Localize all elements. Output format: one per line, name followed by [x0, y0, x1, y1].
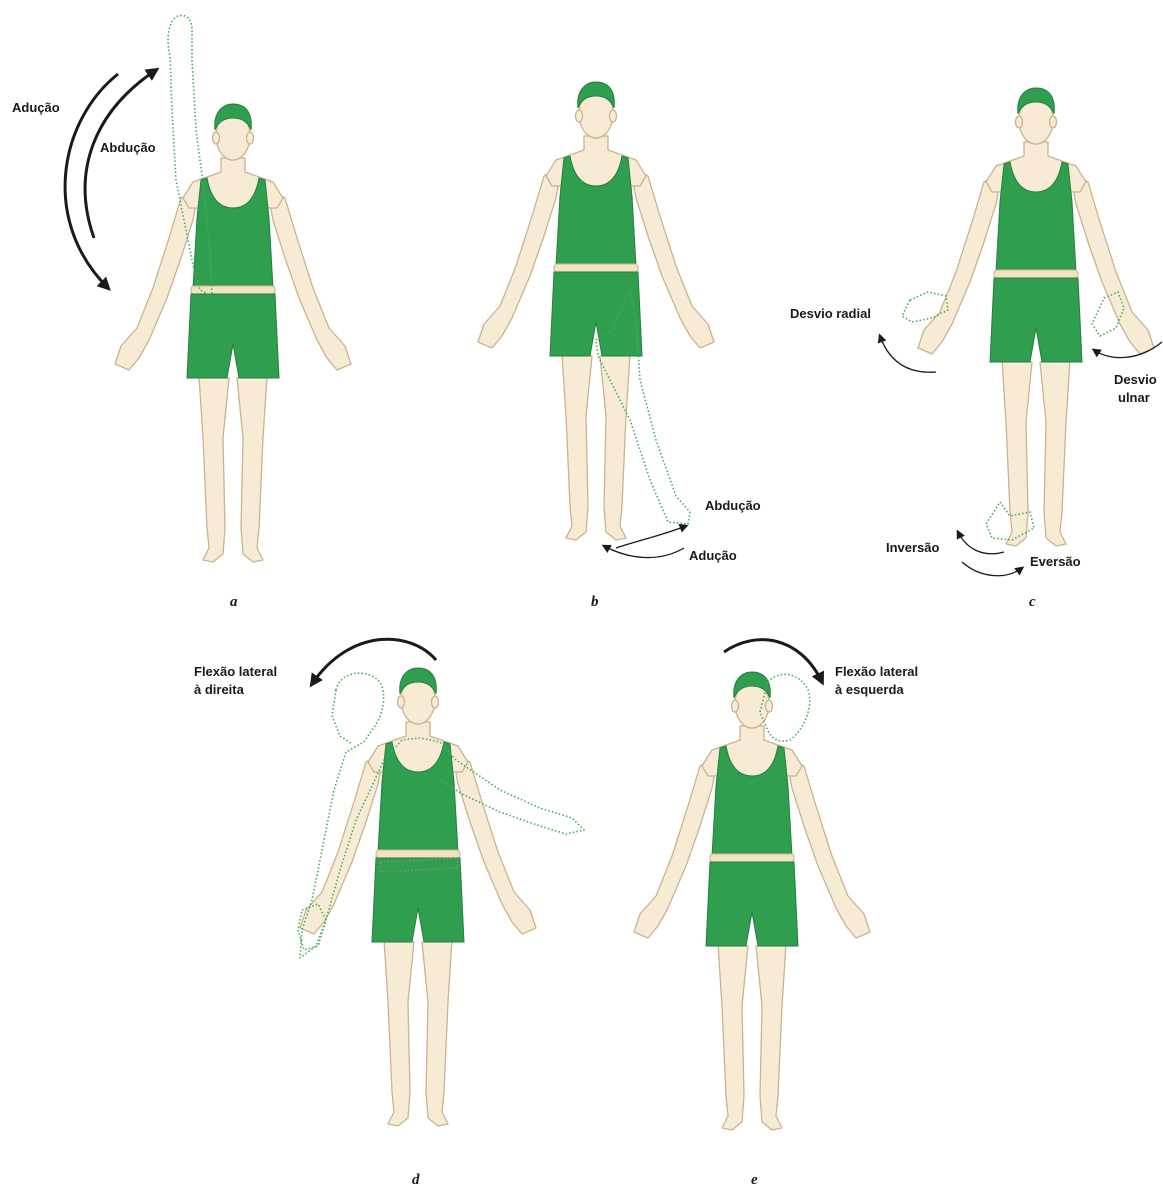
inversion-arrow [958, 532, 1004, 554]
caption-b: b [591, 594, 599, 610]
panel-e: Flexão lateral à esquerda e [634, 640, 918, 1188]
abduction-arrow-b [616, 526, 686, 548]
caption-d: d [412, 1172, 420, 1188]
caption-e: e [751, 1172, 758, 1188]
figure-d [300, 668, 536, 1126]
caption-a: a [230, 594, 238, 610]
label-desvio-ulnar-1: Desvio [1114, 372, 1157, 387]
label-aducao: Adução [12, 100, 60, 115]
label-eversao: Eversão [1030, 554, 1081, 569]
label-abducao: Abdução [100, 140, 156, 155]
figure-a [115, 104, 351, 562]
label-flexao-esquerda-2: à esquerda [835, 682, 904, 697]
figure-b [478, 82, 714, 540]
label-desvio-radial: Desvio radial [790, 306, 871, 321]
panel-a: Adução Abdução a [12, 16, 351, 610]
label-abducao-b: Abdução [705, 498, 761, 513]
eversion-arrow [962, 562, 1022, 576]
label-flexao-esquerda-1: Flexão lateral [835, 664, 918, 679]
caption-c: c [1029, 594, 1036, 610]
panel-c: Desvio radial Desvio ulnar Inversão Ever… [790, 88, 1162, 610]
left-flexion-arrow [724, 640, 822, 682]
label-flexao-direita-1: Flexão lateral [194, 664, 277, 679]
panel-d: Flexão lateral à direita d [194, 639, 584, 1188]
label-flexao-direita-2: à direita [194, 682, 245, 697]
panel-b: Abdução Adução b [478, 82, 761, 610]
adduction-arrow [65, 74, 118, 288]
figure-e [634, 672, 870, 1130]
label-aducao-b: Adução [689, 548, 737, 563]
label-desvio-ulnar-2: ulnar [1118, 390, 1150, 405]
figure-c [918, 88, 1154, 546]
label-inversao: Inversão [886, 540, 940, 555]
